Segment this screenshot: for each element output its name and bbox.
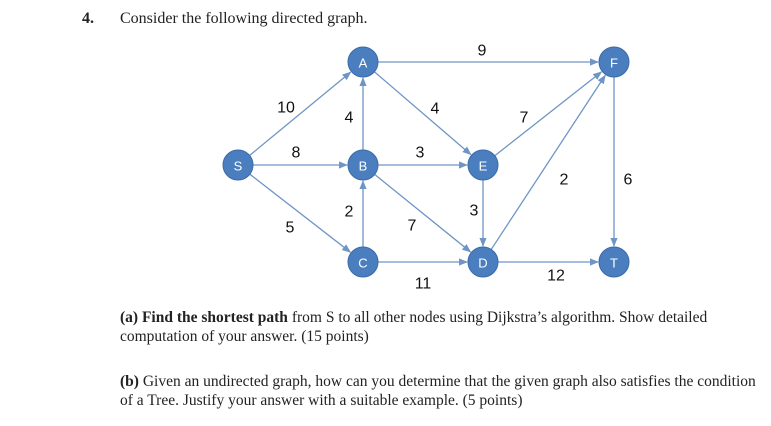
node-circle [467,246,499,278]
edge-weights: 10 8 5 4 2 9 4 3 7 3 7 2 11 12 6 [277,43,632,293]
part-a-paragraph: (a) Find the shortest path from S to all… [120,308,760,346]
question-title: Consider the following directed graph. [120,10,368,27]
edge-a-e [373,71,472,156]
weight-d-t: 12 [547,268,565,285]
weight-b-e: 3 [416,145,425,162]
part-a-text: from S to all other nodes using Dijkstra… [120,309,708,345]
weight-c-d: 11 [415,276,432,293]
node-circle [598,246,630,278]
weight-d-f: 2 [560,172,569,189]
node-e: E [467,149,499,181]
weight-s-b: 8 [292,145,301,162]
node-d: D [467,246,499,278]
part-a-label: (a) [120,309,139,326]
question-number: 4. [82,10,94,27]
node-label: F [610,56,618,71]
weight-a-e: 4 [431,101,440,118]
weight-c-b: 2 [345,204,354,221]
weight-s-a: 10 [277,100,295,117]
weight-b-d: 7 [408,218,417,235]
part-a-bold-text: Find the shortest path [141,309,288,326]
node-t: T [598,246,630,278]
weight-f-t: 6 [624,172,633,189]
node-f: F [598,46,630,78]
edge-b-d [374,173,472,253]
weight-e-f: 7 [520,110,529,127]
directed-graph: 10 8 5 4 2 9 4 3 7 3 7 2 11 12 6 S A B C E D F T [222,43,633,293]
part-b-text: Given an undirected graph, how can you d… [120,373,756,409]
node-label: A [359,56,368,71]
node-label: C [358,256,367,271]
node-label: E [479,159,488,174]
node-b: B [347,149,379,181]
weight-e-d: 3 [470,203,479,220]
node-label: D [478,256,487,271]
graph-nodes: S A B C E D F T [222,46,630,278]
node-circle [467,149,499,181]
edge-e-f [494,71,603,157]
graph-edges [249,58,618,266]
node-a: A [347,46,379,78]
part-b-paragraph: (b) Given an undirected graph, how can y… [120,372,760,410]
edge-d-f [490,74,606,250]
node-label: T [610,256,618,271]
node-circle [222,149,254,181]
node-circle [347,149,379,181]
node-circle [598,46,630,78]
weight-s-c: 5 [286,220,295,237]
node-label: S [234,159,243,174]
edge-s-a [249,71,352,156]
node-label: B [359,159,368,174]
node-s: S [222,149,254,181]
weight-a-f: 9 [478,43,487,60]
node-circle [347,246,379,278]
edge-s-c [249,173,352,253]
part-b-label: (b) [120,373,139,390]
weight-b-a: 4 [345,110,354,127]
node-circle [347,46,379,78]
node-c: C [347,246,379,278]
